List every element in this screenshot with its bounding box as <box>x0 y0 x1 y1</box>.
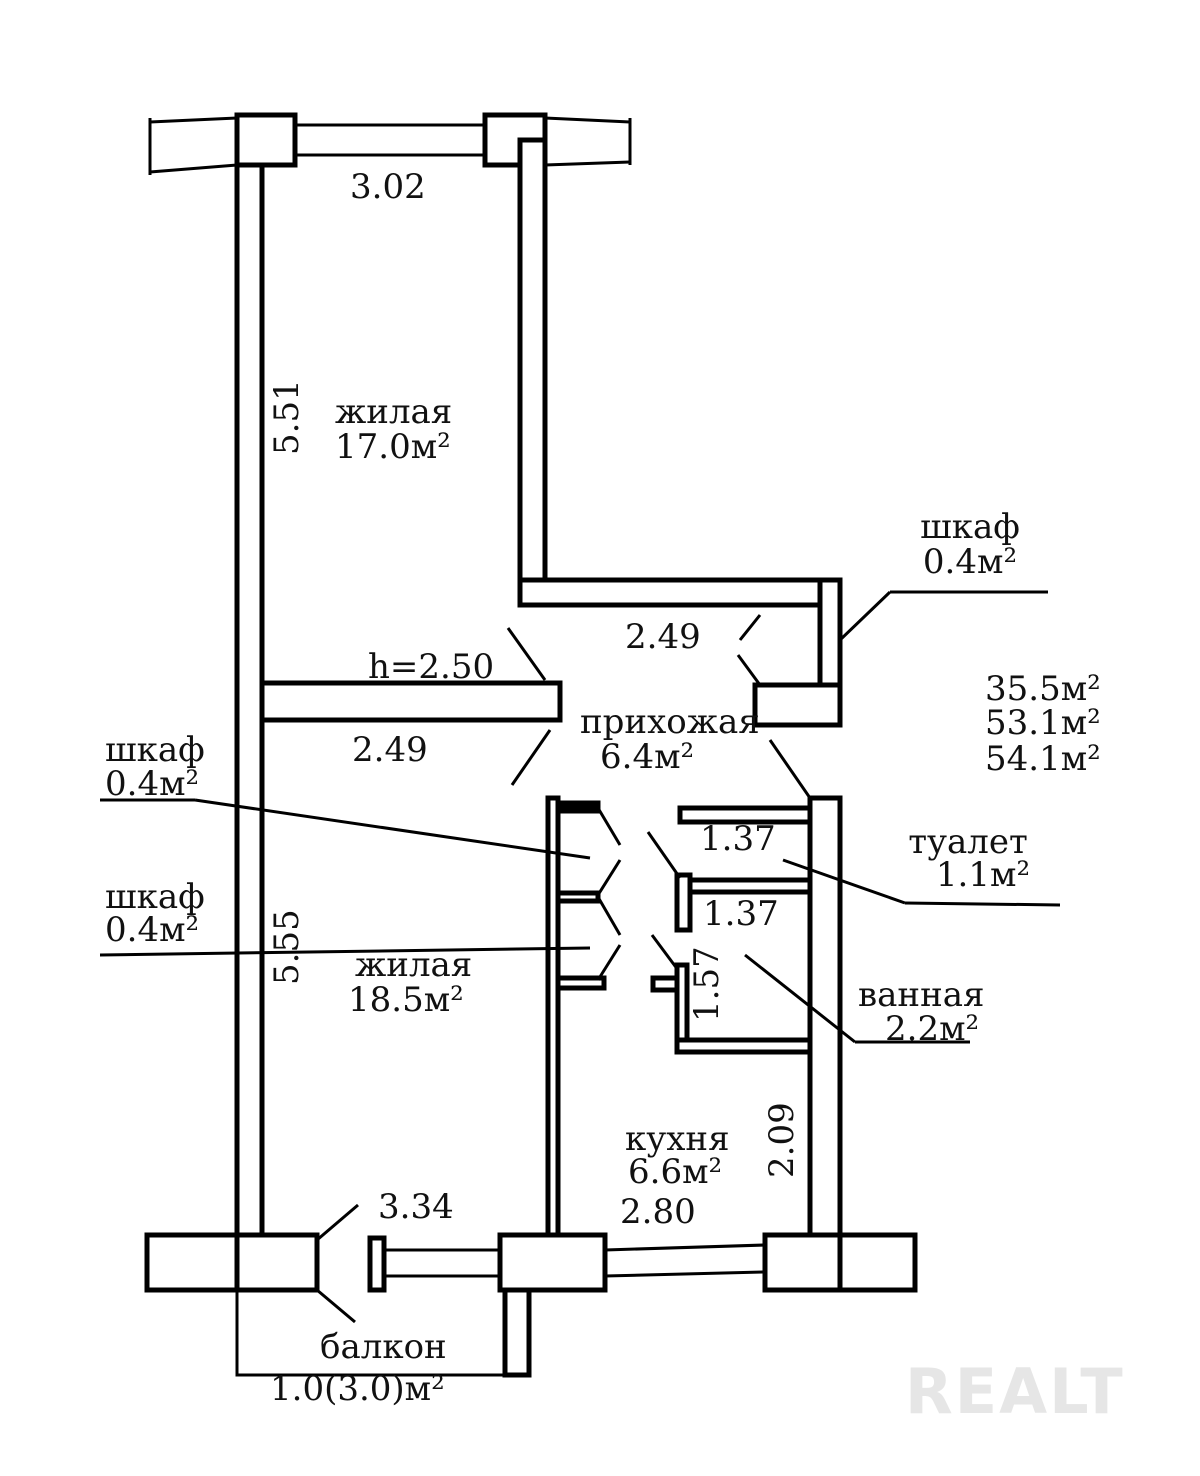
dim-living2-length: 5.55 <box>267 909 307 985</box>
bath-name: ванная <box>858 975 985 1015</box>
dim-bath-width: 1.37 <box>703 894 779 934</box>
dim-kitchen-width: 2.80 <box>620 1192 696 1232</box>
dim-living1-length: 5.51 <box>267 379 307 455</box>
dim-top-width: 3.02 <box>350 167 426 207</box>
wall-upper-right <box>517 137 548 608</box>
closet-shelf-3 <box>555 975 607 991</box>
wall-ext-left <box>144 1232 240 1293</box>
living1-area: 17.0м² <box>335 427 451 467</box>
balcony-area: 1.0(3.0)м² <box>270 1369 445 1409</box>
wall-toilet-stub <box>674 872 693 933</box>
wall-toilet-bottom <box>687 877 813 895</box>
closet-left1-name: шкаф <box>105 730 205 770</box>
closet-top-area: 0.4м² <box>922 542 1018 582</box>
hall-name: прихожая <box>580 702 760 742</box>
wall-bath-bottom <box>674 1037 813 1055</box>
kitchen-name: кухня <box>625 1119 730 1159</box>
bath-area: 2.2м² <box>885 1009 980 1049</box>
total-area-with-balcony: 54.1м² <box>985 739 1101 779</box>
wall-bath-stub <box>650 975 680 993</box>
wall-closet-right <box>817 577 843 693</box>
toilet-area: 1.1м² <box>935 855 1031 895</box>
closet-shelf-1 <box>555 800 601 814</box>
closet-left1-area: 0.4м² <box>105 764 200 804</box>
watermark-logo: REALT <box>905 1355 1125 1428</box>
dim-bath-length: 1.57 <box>687 946 727 1022</box>
closet-shelf-2 <box>555 890 601 904</box>
dim-kitchen-length: 2.09 <box>762 1102 802 1178</box>
window-sill-left <box>367 1235 387 1293</box>
living2-name: жилая <box>355 945 473 985</box>
wall-toilet-top <box>677 805 813 825</box>
living1-name: жилая <box>335 392 453 432</box>
hall-area: 6.4м² <box>600 737 695 777</box>
closet-top-name: шкаф <box>920 507 1020 547</box>
dim-living1-width: 2.49 <box>625 617 701 657</box>
total-living: 35.5м² <box>985 669 1101 709</box>
living2-area: 18.5м² <box>348 980 464 1020</box>
wall-hall-top <box>517 577 843 608</box>
dim-living2-bottom: 3.34 <box>378 1187 454 1227</box>
kitchen-area: 6.6м² <box>628 1152 723 1192</box>
closet-left2-area: 0.4м² <box>105 910 200 950</box>
dim-toilet-width: 1.37 <box>700 819 776 859</box>
wall-top-left <box>234 112 298 168</box>
wall-bottom-left <box>234 1232 320 1293</box>
balcony-outline <box>235 1290 505 1377</box>
balcony-post <box>502 1287 532 1378</box>
wall-closet-block <box>752 682 843 728</box>
dim-ceiling-height: h=2.50 <box>368 647 495 687</box>
toilet-name: туалет <box>908 822 1028 862</box>
closet-left2-name: шкаф <box>105 877 205 917</box>
wall-ext-right <box>837 1232 918 1293</box>
total-area: 53.1м² <box>985 703 1101 743</box>
balcony-name: балкон <box>320 1327 447 1367</box>
wall-bottom-right <box>762 1232 843 1293</box>
wall-left <box>234 112 265 1293</box>
wall-partition <box>259 680 563 723</box>
wall-kitchen-left <box>545 795 561 1241</box>
wall-bottom-mid <box>497 1232 608 1293</box>
dim-living2-width: 2.49 <box>352 730 428 770</box>
